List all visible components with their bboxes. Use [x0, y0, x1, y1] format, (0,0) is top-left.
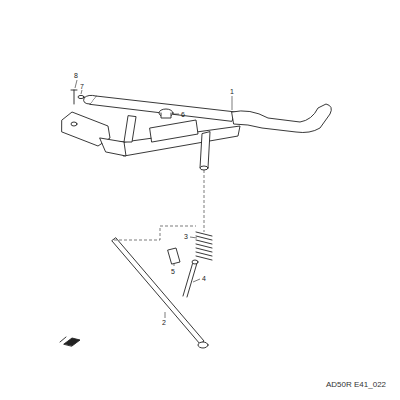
callout-number: 8 [74, 72, 78, 79]
callout-number: 7 [80, 83, 84, 90]
callout-number: 6 [181, 111, 185, 118]
callout-number: 4 [202, 275, 206, 282]
callout-number: 2 [162, 319, 166, 326]
figure-code: AD50R E41_022 [326, 381, 386, 389]
callout-number: 3 [184, 233, 188, 240]
callout-number: 5 [171, 268, 175, 275]
callout-number: 1 [230, 88, 234, 95]
